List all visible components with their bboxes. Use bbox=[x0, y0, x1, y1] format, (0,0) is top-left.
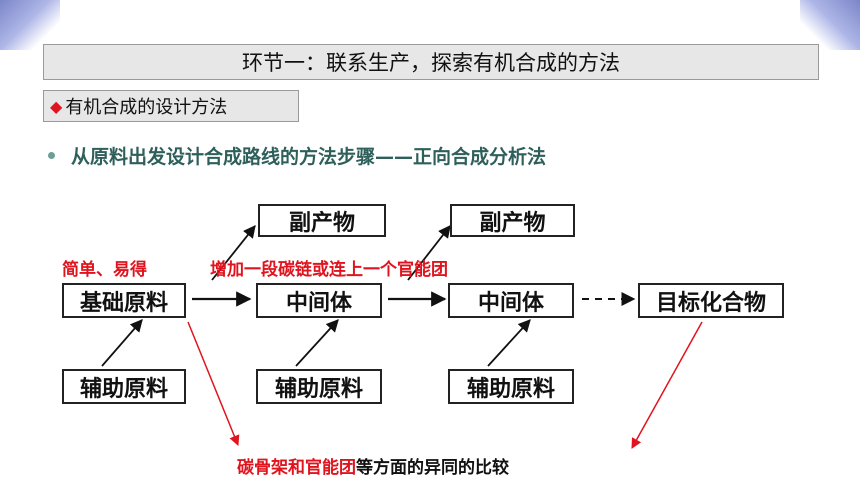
aux-material-box-3: 辅助原料 bbox=[448, 369, 574, 404]
aux-material-label-1: 辅助原料 bbox=[79, 376, 168, 402]
section-title-box: 环节一：联系生产，探索有机合成的方法 bbox=[43, 44, 819, 80]
comparison-rest: 等方面的异同的比较 bbox=[356, 458, 509, 478]
arrow-to-byproduct-2 bbox=[407, 225, 451, 281]
target-compound-label: 目标化合物 bbox=[655, 290, 766, 316]
bullet-dot-icon bbox=[48, 151, 55, 159]
raw-material-label: 基础原料 bbox=[79, 290, 168, 316]
section-title: 环节一：联系生产，探索有机合成的方法 bbox=[242, 51, 620, 75]
intermediate-label-2: 中间体 bbox=[477, 290, 544, 316]
byproduct-box-2: 副产物 bbox=[450, 204, 575, 237]
aux-material-label-2: 辅助原料 bbox=[274, 376, 363, 402]
annotation-simple: 简单、易得 bbox=[62, 260, 147, 280]
byproduct-label-1: 副产物 bbox=[288, 210, 355, 236]
comparison-note: 碳骨架和官能团等方面的异同的比较 bbox=[237, 453, 509, 478]
diamond-icon: ◆ bbox=[50, 96, 63, 116]
target-compound-box: 目标化合物 bbox=[638, 283, 784, 318]
arrow-to-byproduct-1 bbox=[211, 225, 256, 281]
decorative-corner-left bbox=[0, 0, 60, 50]
aux-material-label-3: 辅助原料 bbox=[466, 376, 555, 402]
aux-material-box-1: 辅助原料 bbox=[62, 369, 186, 404]
subheading-text: 有机合成的设计方法 bbox=[65, 97, 228, 118]
annotation-add-chain: 增加一段碳链或连上一个官能团 bbox=[210, 260, 448, 280]
decorative-corner-right bbox=[800, 0, 860, 50]
comparison-highlight: 碳骨架和官能团 bbox=[237, 458, 356, 478]
arrow-from-aux-2 bbox=[295, 319, 339, 367]
aux-material-box-2: 辅助原料 bbox=[256, 369, 382, 404]
arrow-from-aux-1 bbox=[101, 319, 143, 367]
subheading-box: ◆ 有机合成的设计方法 bbox=[43, 90, 299, 122]
intermediate-box-2: 中间体 bbox=[448, 283, 574, 318]
intermediate-box-1: 中间体 bbox=[256, 283, 382, 318]
red-arrow-left bbox=[187, 321, 240, 446]
red-arrow-right bbox=[631, 321, 703, 449]
intermediate-label-1: 中间体 bbox=[285, 290, 352, 316]
byproduct-label-2: 副产物 bbox=[479, 210, 546, 236]
bullet-point: 从原料出发设计合成路线的方法步骤——正向合成分析法 bbox=[48, 142, 546, 168]
bullet-text: 从原料出发设计合成路线的方法步骤——正向合成分析法 bbox=[71, 145, 547, 168]
raw-material-box: 基础原料 bbox=[62, 283, 186, 318]
arrow-from-aux-3 bbox=[487, 319, 531, 367]
byproduct-box-1: 副产物 bbox=[258, 204, 386, 237]
